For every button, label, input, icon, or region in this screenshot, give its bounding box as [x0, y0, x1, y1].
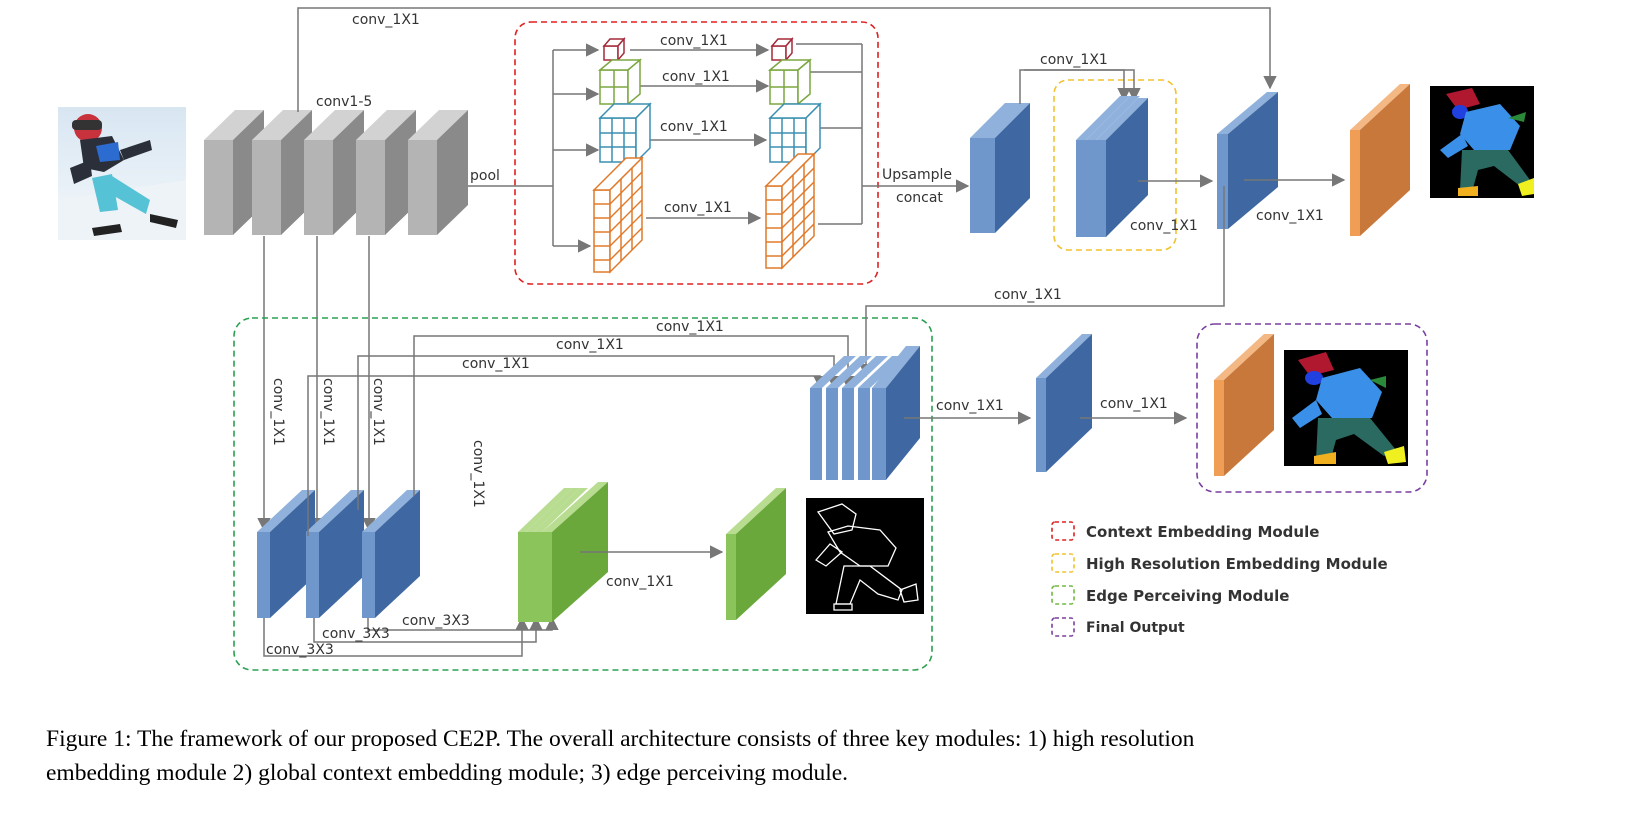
pyramid-branches: [552, 43, 970, 253]
fusion-conv-label-1: conv_1X1: [656, 319, 724, 335]
pool-cube-6x6-right: [764, 152, 816, 270]
conv3x3-connections: [263, 616, 559, 657]
fusion-output-block: [1036, 334, 1092, 472]
edge-out-conv-label: conv_1X1: [606, 574, 674, 590]
context-conv-label-1: conv_1X1: [660, 33, 728, 49]
context-feature-block: [970, 103, 1030, 233]
hr-skip-arrow-2: [1024, 69, 1141, 102]
backbone-conv1-5: [204, 110, 468, 235]
edge-output-block: [726, 488, 786, 620]
hr-output-block: [1217, 92, 1278, 229]
figure-caption: Figure 1: The framework of our proposed …: [46, 722, 1626, 790]
input-image: [58, 107, 186, 240]
fusion-out-conv-label: conv_1X1: [936, 398, 1004, 414]
hr-concat-block: [1076, 96, 1148, 237]
parsing-output-block-top: [1350, 84, 1410, 236]
context-conv-label-2: conv_1X1: [662, 69, 730, 85]
caption-line-2: embedding module 2) global context embed…: [46, 760, 849, 786]
backbone-block-5: [408, 110, 468, 235]
edge-feature-blocks: [257, 490, 420, 618]
pool-cube-6x6-left: [592, 156, 644, 274]
svg-text:High Resolution Embedding Modu: High Resolution Embedding Module: [1086, 555, 1388, 573]
edge-feature-block-3: [362, 490, 420, 618]
pool-cube-2x2-right: [767, 58, 813, 106]
pool-cube-2x2-left: [597, 58, 643, 106]
backbone-down-arrows: [257, 236, 376, 532]
pool-cube-3x3-right: [768, 102, 822, 164]
hr-skip-label: conv_1X1: [1040, 52, 1108, 68]
parsing-result-top: [1430, 86, 1534, 198]
top-skip-connection: [297, 7, 1277, 112]
edge-perceiving-module-box: [233, 317, 933, 671]
pool-cube-1x1-right: [770, 36, 794, 63]
legend-item-high-resolution: High Resolution Embedding Module: [1051, 553, 1388, 573]
hr-conv-label: conv_1X1: [1130, 218, 1198, 234]
context-conv-label-3: conv_1X1: [660, 119, 728, 135]
context-embedding-module-box: [514, 21, 879, 285]
edge-feature-block-2: [306, 490, 364, 618]
edge-feature-block-1: [257, 490, 315, 618]
final-parsing-block: [1214, 334, 1274, 476]
svg-text:Final Output: Final Output: [1086, 620, 1185, 636]
edge-conv-label-1: conv_1X1: [270, 378, 286, 446]
fusion-conv-label-3: conv_1X1: [462, 356, 530, 372]
caption-line-1: Figure 1: The framework of our proposed …: [46, 726, 1195, 752]
context-conv-label-4: conv_1X1: [664, 200, 732, 216]
conv3x3-label-3: conv_3X3: [266, 642, 334, 658]
pool-cube-3x3-left: [598, 102, 652, 164]
backbone-block-4: [356, 110, 416, 235]
legend-item-edge-perceiving: Edge Perceiving Module: [1051, 585, 1289, 605]
upsample-label: Upsample: [882, 167, 952, 183]
conv3x3-label-1: conv_3X3: [402, 613, 470, 629]
final-output-box: [1196, 323, 1428, 493]
final-conv-label: conv_1X1: [1100, 396, 1168, 412]
legend-item-context: Context Embedding Module: [1051, 521, 1319, 541]
conv1-5-label: conv1-5: [316, 94, 372, 110]
legend-item-final-output: Final Output: [1051, 617, 1185, 637]
fusion-conv-label-2: conv_1X1: [556, 337, 624, 353]
conv3x3-label-2: conv_3X3: [322, 626, 390, 642]
edge-conv-label-3: conv_1X1: [370, 378, 386, 446]
concat-label: concat: [896, 190, 943, 206]
ce2p-framework-diagram: conv1-5 conv_1X1 pool: [58, 7, 1534, 671]
pool-cube-1x1-left: [602, 36, 626, 63]
parsing-conv-label-top: conv_1X1: [1256, 208, 1324, 224]
top-skip-label: conv_1X1: [352, 12, 420, 28]
fusion-feature-block: [810, 346, 920, 480]
hr-skip-arrow: [1019, 69, 1131, 104]
svg-text:Context Embedding Module: Context Embedding Module: [1086, 523, 1319, 541]
edge-conv-label-2: conv_1X1: [320, 378, 336, 446]
pool-label: pool: [470, 168, 500, 184]
edge-conv-label-4: conv_1X1: [470, 440, 486, 508]
edge-map-image: [806, 498, 924, 614]
legend: Context Embedding Module High Resolution…: [1051, 521, 1388, 637]
backbone-block-3: [304, 110, 364, 235]
final-parsing-result: [1284, 350, 1408, 466]
svg-text:Edge Perceiving Module: Edge Perceiving Module: [1086, 587, 1289, 605]
fusion-conv-label-4: conv_1X1: [994, 287, 1062, 303]
